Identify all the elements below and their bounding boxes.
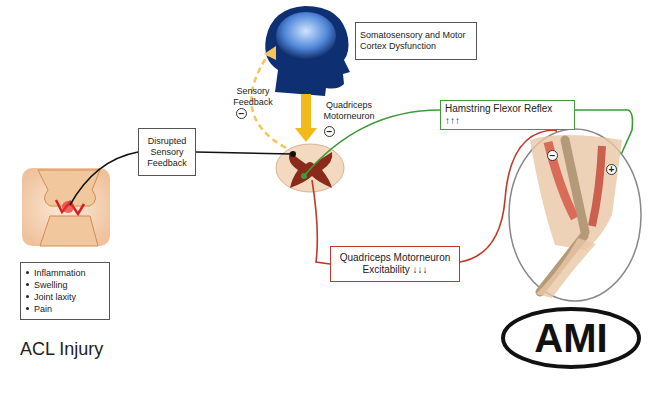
descending-arrow — [301, 94, 311, 130]
inhibition-sign: − — [236, 108, 247, 119]
sensory-nerve-line — [70, 152, 138, 205]
node-text: Disrupted Sensory Feedback — [143, 136, 191, 169]
arrow-head — [264, 46, 276, 60]
bullet-item: Pain — [25, 303, 105, 315]
quadriceps-nerve-line — [312, 180, 330, 264]
process-box: Disrupted Sensory Feedback — [138, 128, 196, 176]
inhibition-sign: − — [324, 126, 335, 137]
pathway-label: Sensory Feedback — [228, 86, 278, 108]
leg-illustration — [509, 129, 641, 301]
node-text: Somatosensory and Motor Cortex Dysfuncti… — [360, 30, 472, 52]
node-text: Hamstring Flexor Reflex ↑↑↑ — [445, 103, 570, 127]
oval-outline — [503, 309, 639, 367]
symptom-box: InflammationSwellingJoint laxityPain — [20, 262, 110, 320]
bullet-item: Swelling — [25, 279, 105, 291]
ami-oval: AMI — [500, 306, 642, 370]
reflex-box: Hamstring Flexor Reflex ↑↑↑ — [440, 100, 575, 130]
inhibition-sign: − — [547, 150, 558, 161]
pathway-label: Quadriceps Motorneuron — [314, 100, 384, 122]
excitability-box: Quadriceps Motorneuron Excitability ↓↓↓ — [330, 246, 460, 282]
injury-title: ACL Injury — [20, 338, 140, 360]
excitation-sign: + — [606, 164, 617, 175]
process-box: Somatosensory and Motor Cortex Dysfuncti… — [355, 22, 477, 60]
synapse-dot — [301, 173, 307, 179]
node-text: AMI — [534, 316, 607, 360]
node-text: Quadriceps Motorneuron Excitability ↓↓↓ — [335, 252, 455, 276]
spinal-cord-section — [276, 144, 344, 192]
arrow-head — [295, 128, 317, 142]
synapse-dot — [290, 151, 296, 157]
bullet-item: Inflammation — [25, 267, 105, 279]
knee-illustration — [22, 168, 110, 246]
sensory-nerve-line — [196, 152, 292, 154]
head-brain-illustration — [265, 6, 350, 96]
bullet-item: Joint laxity — [25, 291, 105, 303]
